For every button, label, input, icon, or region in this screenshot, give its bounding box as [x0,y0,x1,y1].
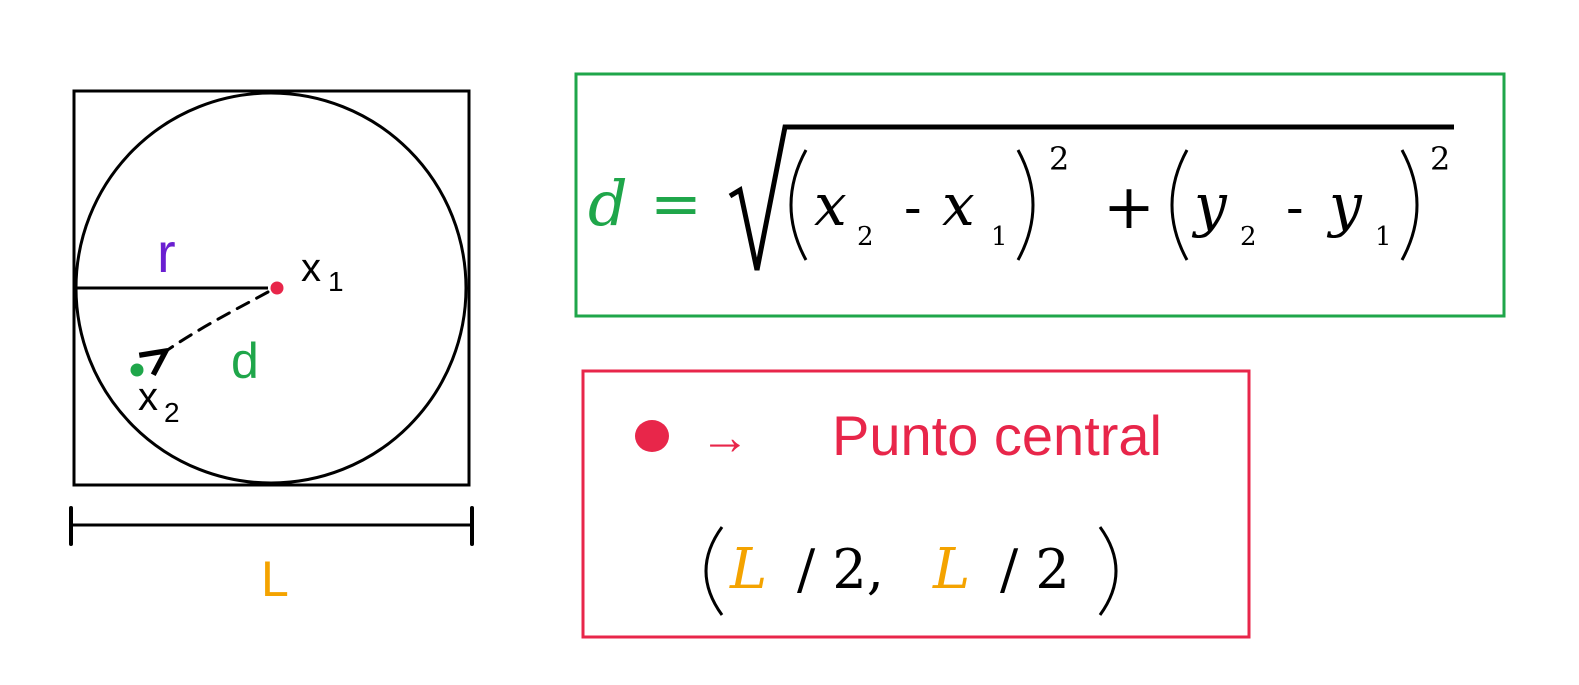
formula-y2: y [1191,171,1228,239]
square-root-sign [728,124,1454,271]
second-point-dot [130,363,144,377]
formula-x2: x [814,171,847,239]
square [72,89,471,487]
formula-exp-1: 2 [1049,140,1069,178]
formula-exp-2: 2 [1430,140,1450,178]
formula-y1: y [1326,171,1363,239]
coord-paren-open [704,526,724,616]
center-point-label-x: x [301,246,321,290]
paren-close-2 [1400,149,1419,261]
formula-x1-sub: 1 [991,222,1008,252]
coord-L-b: L [932,537,970,602]
paren-open-2 [1170,149,1189,261]
legend-arrow: → [700,409,750,465]
legend-red-dot [635,420,669,452]
center-point-label: x 1 [301,246,344,297]
legend-text: Punto central [832,404,1162,467]
formula-x1: x [942,171,975,239]
formula-y2-sub: 2 [1240,222,1257,252]
paren-open-1 [789,149,808,261]
distance-label: d [231,333,259,389]
second-point-label-sub: 2 [164,397,180,428]
square-circle-figure: r x 1 x 2 d L [69,89,474,607]
formula-plus: + [1103,170,1155,243]
formula-x2-sub: 2 [857,222,874,252]
coord-paren-close [1098,526,1118,616]
formula-border [574,72,1506,318]
center-point-label-sub: 1 [328,266,344,297]
formula-minus-2: - [1286,178,1304,238]
distance-formula-box: d = x 2 - x 1 2 + y 2 - y 1 2 [574,72,1506,318]
paren-close-1 [1016,149,1035,261]
center-point-dot [270,281,284,295]
formula-y1-sub: 1 [1375,222,1392,252]
formula-lhs: d [588,167,628,240]
second-point-label-x: x [138,375,158,419]
formula-equals: = [650,167,702,240]
side-length-dimension [69,506,474,546]
center-point-legend-box: → Punto central L / 2, L / 2 [581,369,1251,639]
legend-border [581,369,1251,639]
formula-minus-1: - [904,178,922,238]
coord-L-a: L [729,537,767,602]
side-length-label: L [261,551,289,607]
radius-label: r [157,221,176,284]
coord-div-a: / 2, [797,538,884,601]
distance-arrow [156,290,270,358]
second-point-label: x 2 [138,375,180,428]
coord-div-b: / 2 [1000,538,1070,601]
